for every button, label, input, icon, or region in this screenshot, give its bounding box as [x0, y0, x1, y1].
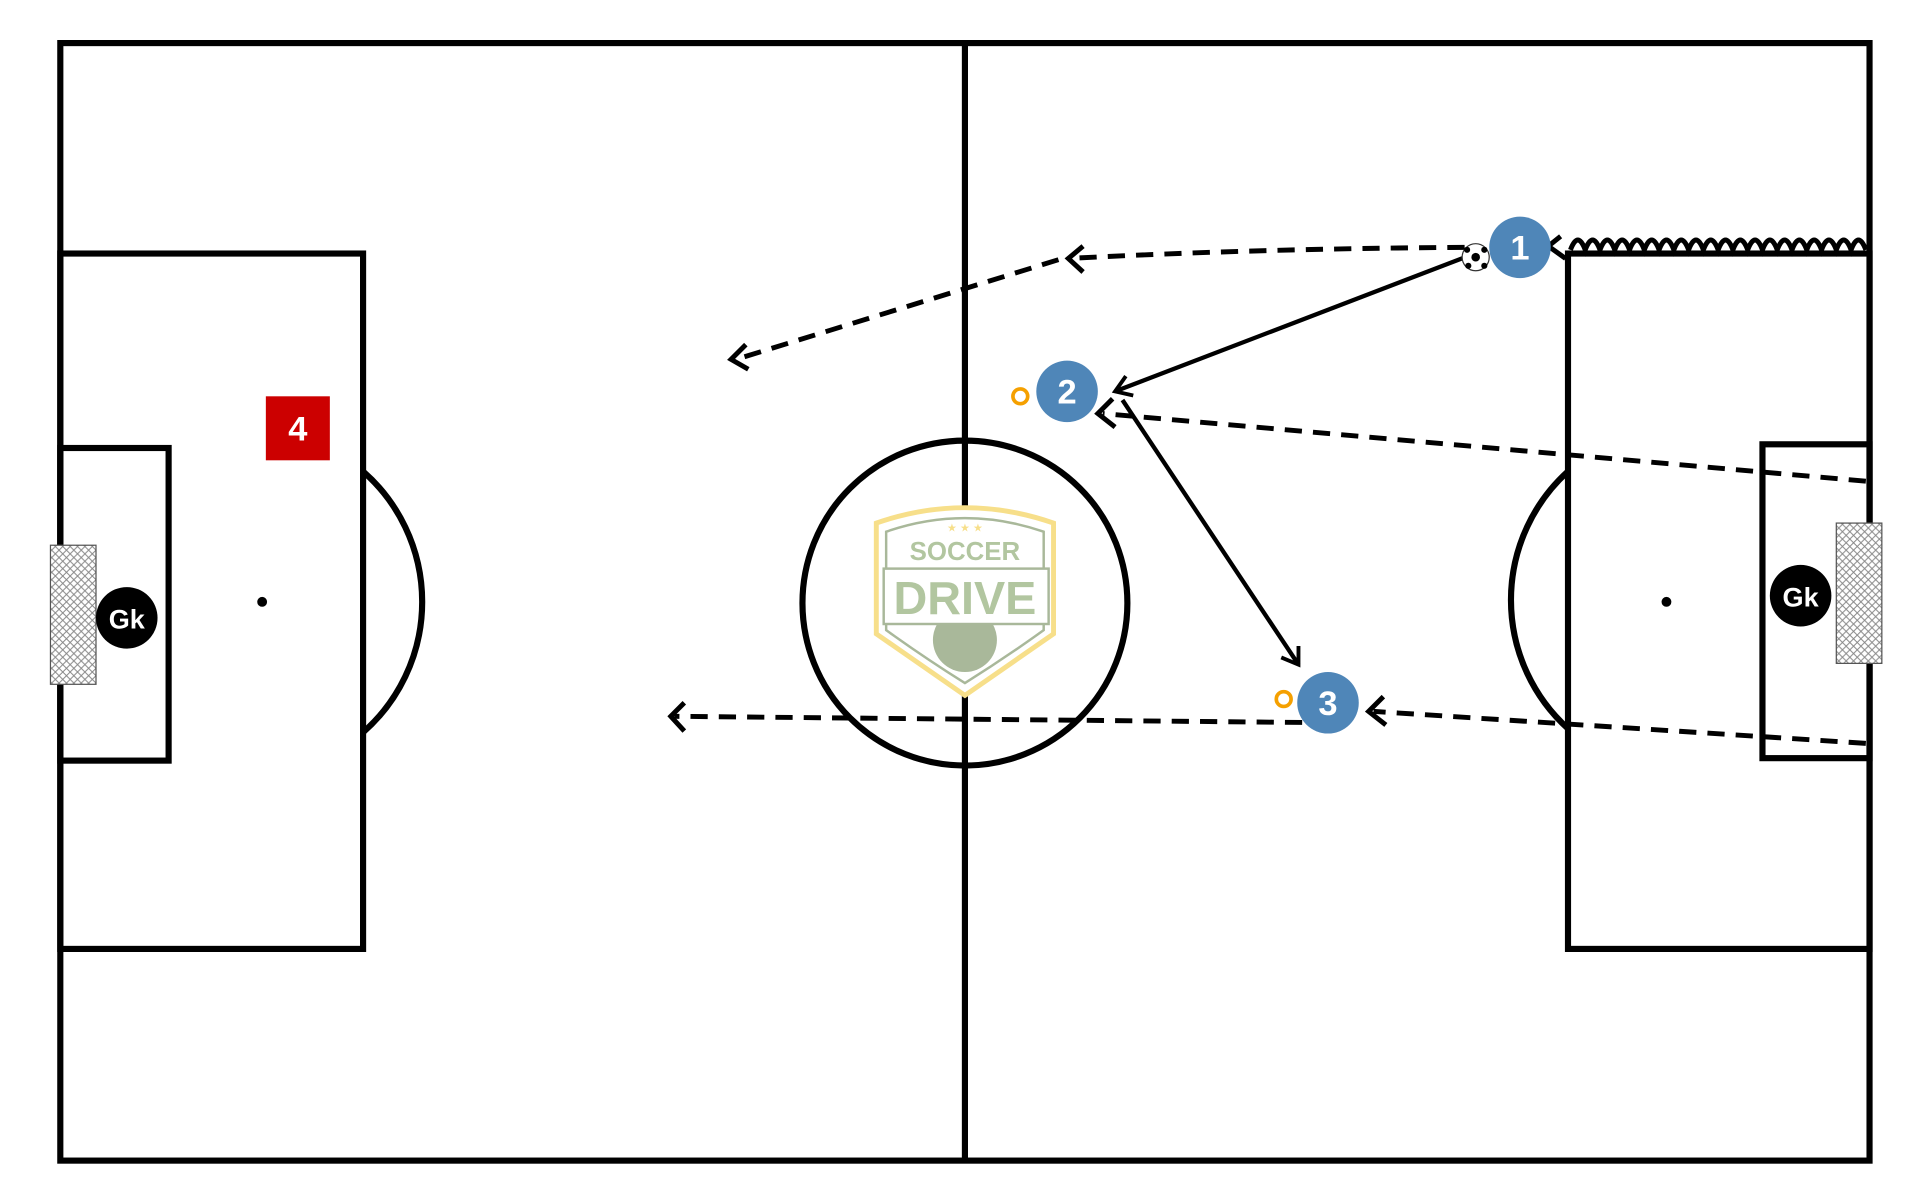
goalkeeper-label: Gk — [109, 604, 146, 635]
run-2-dashed — [1102, 411, 1867, 484]
player-label: 3 — [1318, 685, 1337, 723]
goalkeeper-right[interactable]: Gk — [1769, 564, 1832, 627]
logo-stars: ★ ★ ★ — [947, 523, 983, 535]
logo-line2: DRIVE — [893, 572, 1036, 624]
right-penalty-arc — [1507, 469, 1571, 731]
player-label: 2 — [1057, 374, 1076, 412]
logo-line1: SOCCER — [910, 538, 1021, 566]
player-2[interactable]: 2 — [1036, 360, 1098, 423]
goalkeeper-label: Gk — [1783, 581, 1820, 612]
run-3b-dashed — [674, 713, 1303, 725]
soccer-ball-icon — [1461, 243, 1490, 272]
defender-4[interactable]: 4 — [265, 396, 330, 461]
dribble-arrowhead — [1544, 234, 1567, 261]
run-1-arrowhead — [1064, 244, 1085, 274]
center-circle — [799, 437, 1131, 769]
soccer-drive-logo: ★ ★ ★ SOCCER DRIVE — [873, 505, 1056, 699]
right-penalty-spot — [1661, 596, 1672, 607]
run-3-arrowhead — [1364, 694, 1388, 727]
pitch — [49, 40, 1883, 1164]
pass-2-to-3 — [1120, 398, 1301, 668]
defender-label: 4 — [288, 411, 307, 449]
run-3-dashed — [1373, 708, 1867, 746]
right-goal — [1835, 522, 1883, 664]
player-label: 1 — [1510, 230, 1529, 268]
run-3b-arrowhead — [667, 701, 687, 733]
run-1b-dashed — [735, 257, 1060, 362]
player-3[interactable]: 3 — [1297, 672, 1359, 734]
left-penalty-spot — [257, 596, 268, 607]
left-penalty-arc — [361, 469, 426, 735]
dribble-line — [1568, 237, 1869, 257]
player-1[interactable]: 1 — [1489, 216, 1551, 279]
goalkeeper-left[interactable]: Gk — [96, 587, 158, 649]
cone-marker — [1274, 689, 1293, 709]
run-2-arrowhead — [1094, 397, 1117, 430]
left-goal — [49, 544, 97, 685]
cone-marker — [1011, 387, 1030, 406]
run-1b-arrowhead — [727, 342, 750, 372]
run-1-dashed — [1068, 244, 1465, 261]
pass-1-to-2 — [1111, 253, 1470, 398]
